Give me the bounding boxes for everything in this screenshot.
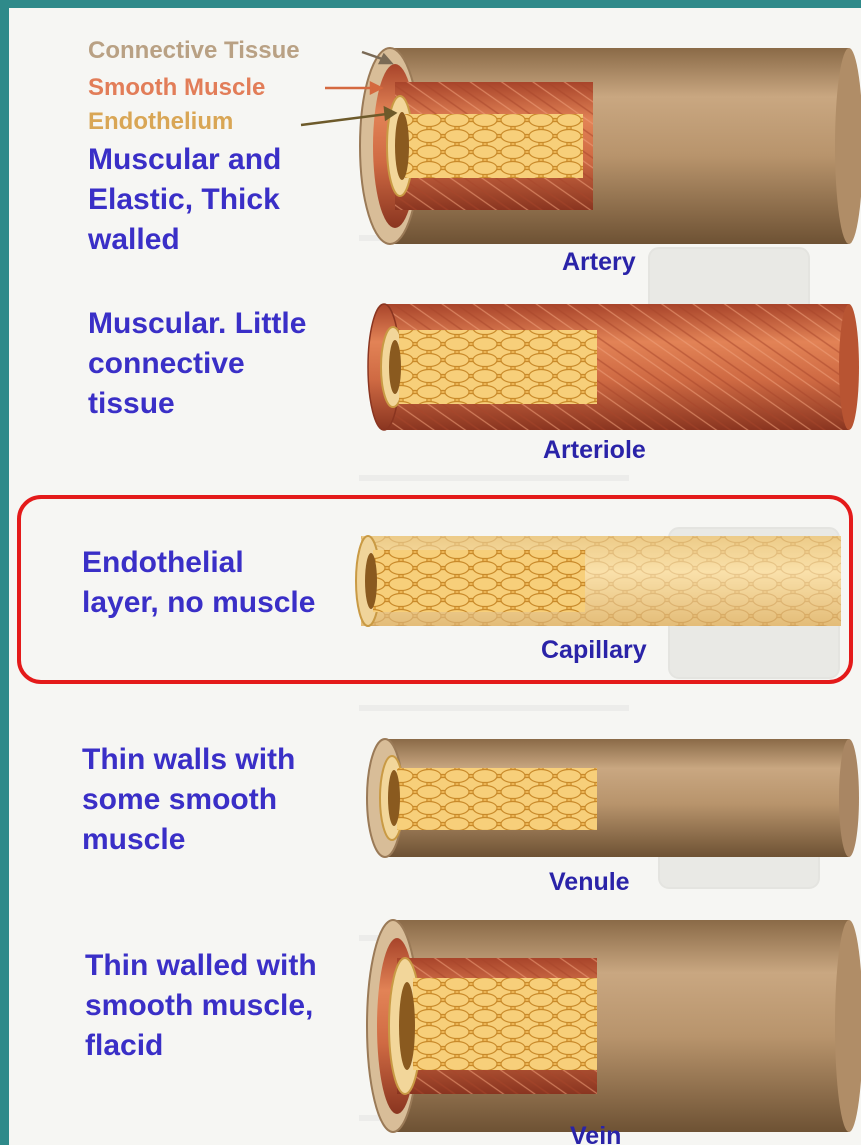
smooth-muscle-label: Smooth Muscle [88, 73, 265, 103]
artery-description: Muscular and Elastic, Thick walled [88, 140, 281, 260]
connective-tissue-label: Connective Tissue [88, 36, 300, 66]
artery-label: Artery [562, 248, 636, 276]
venule-description: Thin walls with some smooth muscle [82, 740, 295, 860]
vein-description: Thin walled with smooth muscle, flacid [85, 946, 317, 1066]
vein-label: Vein [570, 1122, 621, 1145]
venule-label: Venule [549, 868, 630, 896]
arteriole-label: Arteriole [543, 436, 646, 464]
endothelium-label: Endothelium [88, 107, 233, 137]
capillary-highlight-box [17, 495, 853, 684]
diagram-panel: Connective Tissue Smooth Muscle Endothel… [9, 8, 861, 1145]
arteriole-description: Muscular. Little connective tissue [88, 304, 306, 424]
